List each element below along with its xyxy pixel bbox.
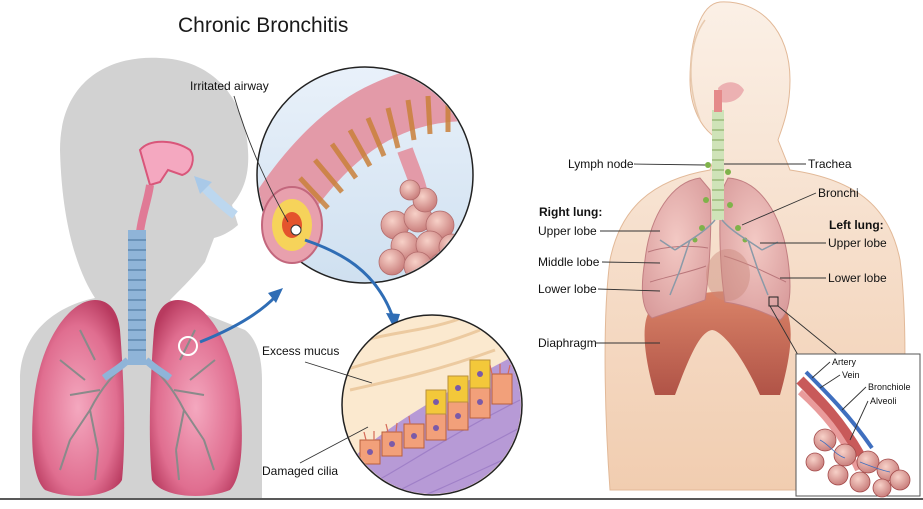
label-middle-lobe: Middle lobe [538,255,600,269]
label-vein: Vein [842,370,860,380]
label-lower-lobe-left: Lower lobe [828,271,887,285]
label-alveoli: Alveoli [870,396,897,406]
label-bronchiole: Bronchiole [868,382,911,392]
diaphragm [644,291,791,395]
label-irritated-airway: Irritated airway [190,79,269,93]
label-lymph-node: Lymph node [568,157,634,171]
label-excess-mucus: Excess mucus [262,344,339,358]
nasal-airway [718,82,744,103]
nasal-cavity [136,140,194,233]
epithelial-cells [359,373,513,465]
left-lung-body [719,177,791,321]
alveoli-inset [795,353,921,498]
heart-shadow [706,249,750,301]
airway-cross-section [261,186,323,264]
inhaled-air-arrow [194,176,238,219]
left-lung [32,300,125,496]
label-bronchi: Bronchi [818,186,859,200]
inset-marker [768,296,779,307]
bronchi-split [101,357,173,381]
zoom-marker-circle [178,336,198,356]
label-upper-lobe-left: Upper lobe [828,236,887,250]
trachea [128,230,146,365]
bronchial-tree [59,329,216,481]
label-left-lung: Left lung: [829,218,884,232]
label-right-lung: Right lung: [539,205,602,219]
label-lower-lobe-right: Lower lobe [538,282,597,296]
right-lung-body [641,177,712,319]
airway-zoom-arrow [199,288,283,344]
bronchi-tree-right [659,219,779,296]
label-upper-lobe-right: Upper lobe [538,224,597,238]
cilia-closeup [341,314,523,496]
label-trachea: Trachea [808,157,852,171]
title: Chronic Bronchitis [178,14,348,37]
mucus-zoom-arrow [304,238,400,330]
label-damaged-cilia: Damaged cilia [262,464,338,478]
airway-closeup [256,66,474,284]
trachea-right [712,90,724,220]
label-artery: Artery [832,357,857,367]
right-lung [149,300,242,496]
label-diaphragm: Diaphragm [538,336,597,350]
